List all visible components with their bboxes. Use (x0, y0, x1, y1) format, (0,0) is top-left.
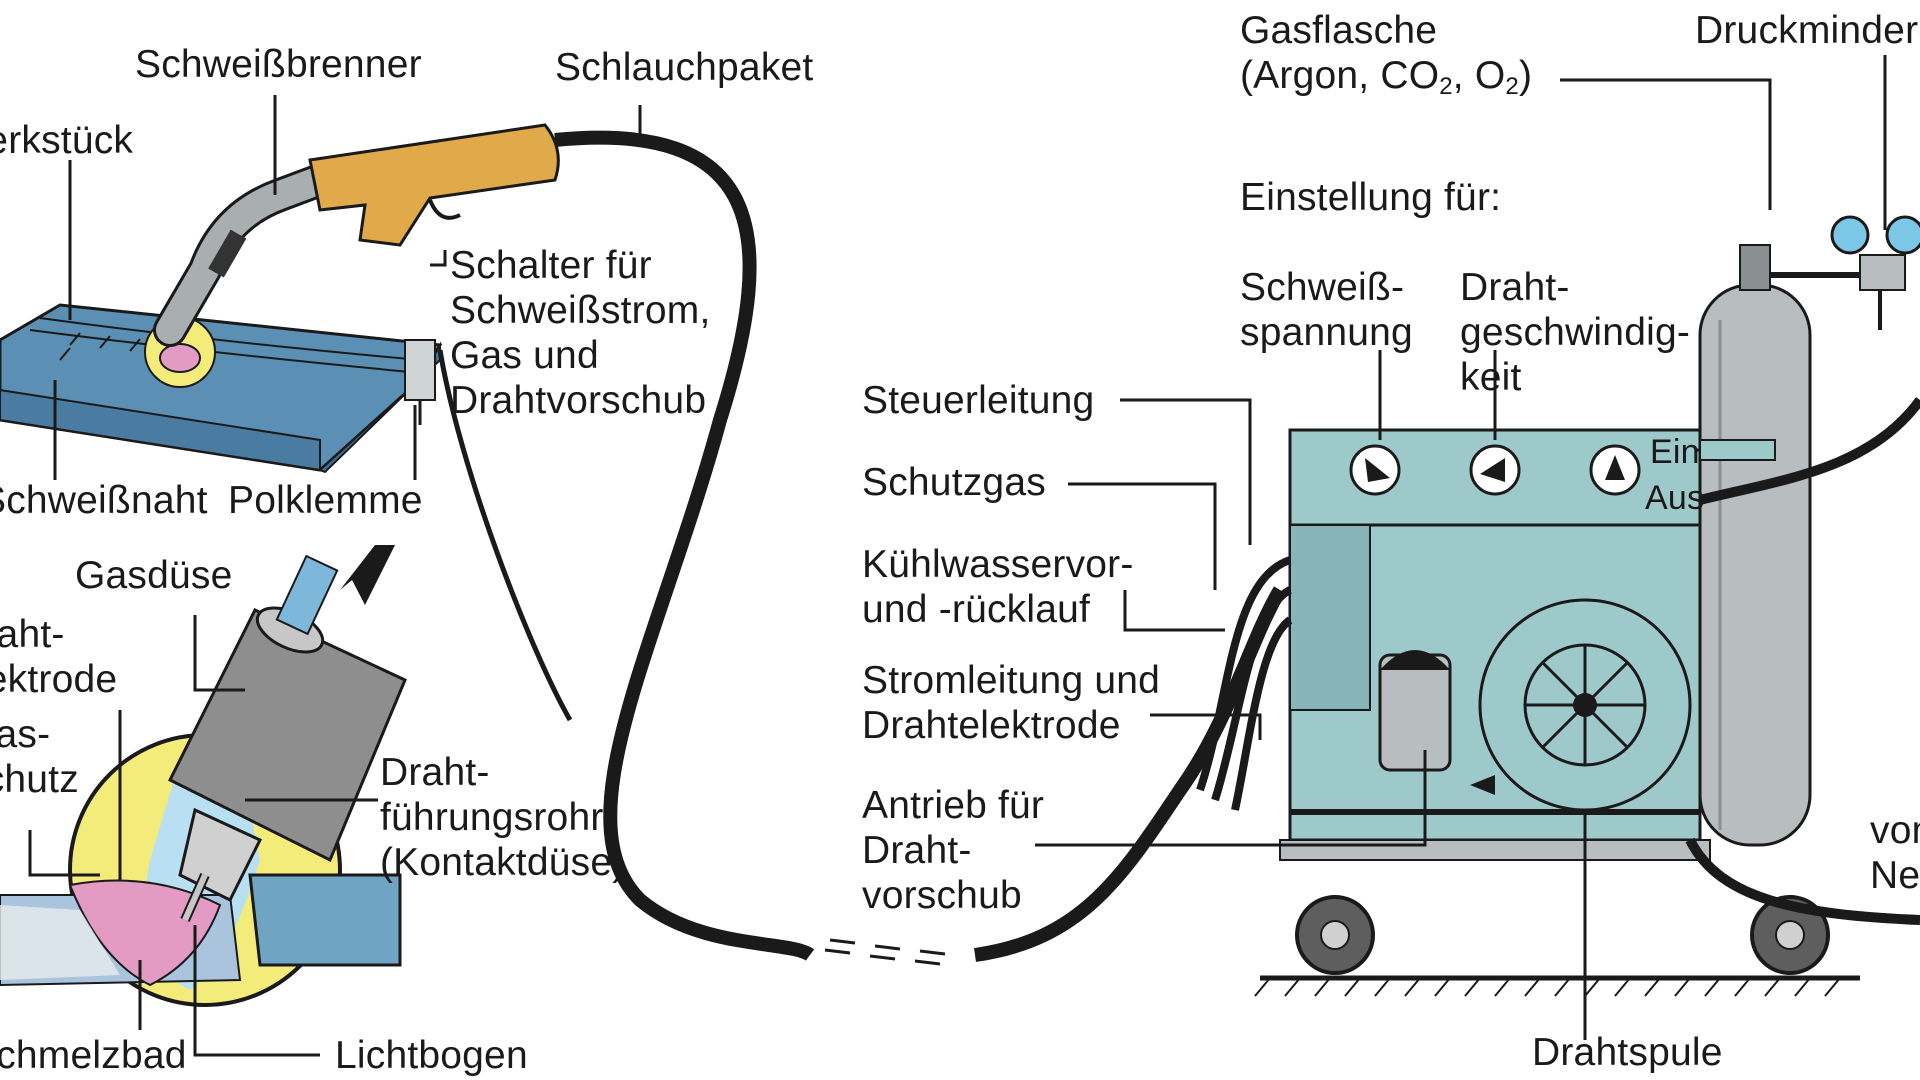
label-kuehlwasser: Kühlwasservor- und -rücklauf (862, 543, 1134, 631)
polklemme-clamp (404, 339, 436, 425)
gas-cylinder (1698, 244, 1860, 847)
leader-lines (28, 55, 1887, 1057)
mains-cable (1685, 397, 1920, 925)
workpiece (0, 303, 443, 474)
label-drahtgeschwindigkeit: Draht- geschwindig- keit (1460, 266, 1691, 399)
label-polklemme: Polklemme (228, 479, 423, 522)
gas-nozzle (167, 554, 407, 923)
label-antrieb: Antrieb für Draht- vorschub (862, 784, 1045, 917)
label-schlauchpaket: Schlauchpaket (555, 46, 814, 89)
knob-voltage (1349, 444, 1401, 496)
label-stromleitung: Stromleitung und Drahtelektrode (862, 659, 1161, 747)
label-gasflasche-gases: (Argon, CO2, O2) (1240, 54, 1533, 100)
welding-torch (153, 123, 560, 347)
label-einstellung: Einstellung für: (1240, 176, 1502, 219)
label-werkstueck: Werkstück (0, 119, 134, 162)
label-schweissspannung: Schweiß- spannung (1240, 266, 1413, 354)
label-gasschutz: Gas- schutz (0, 713, 79, 801)
label-druckminderer: Druckminderer (1695, 9, 1920, 52)
arrow-indicator (340, 545, 395, 605)
label-drahtspule: Drahtspule (1532, 1031, 1723, 1074)
label-steuerleitung: Steuerleitung (862, 379, 1095, 422)
knob-power (1589, 444, 1641, 496)
label-lichtbogen: Lichtbogen (335, 1034, 528, 1077)
knob-wire-speed (1469, 444, 1521, 496)
label-schweissnaht: Schweißnaht (0, 479, 208, 522)
label-ein: Ein (1650, 433, 1700, 471)
label-gasduese: Gasdüse (75, 554, 233, 597)
label-drahtelektrode: Draht- elektrode (0, 613, 118, 701)
label-schalter: Schalter für Schweißstrom, Gas und Draht… (450, 244, 711, 422)
label-gasflasche: Gasflasche (Argon, CO2, O2) (1240, 8, 1532, 109)
label-schutzgas: Schutzgas (862, 461, 1046, 504)
label-aus: Aus (1645, 479, 1705, 517)
label-drahtfuehrungsrohr: Draht- führungsrohr (Kontaktdüse) (380, 751, 626, 884)
label-schweissbrenner: Schweißbrenner (135, 43, 422, 86)
machine-cart (1254, 839, 1860, 997)
wire-drive-motor (1378, 650, 1495, 795)
pressure-regulator (1830, 215, 1920, 330)
wire-spool (1478, 598, 1692, 812)
machine-cables (1196, 556, 1293, 811)
label-vom-netz: vom Netz (1870, 809, 1920, 897)
label-schmelzbad: Schmelzbad (0, 1034, 187, 1077)
